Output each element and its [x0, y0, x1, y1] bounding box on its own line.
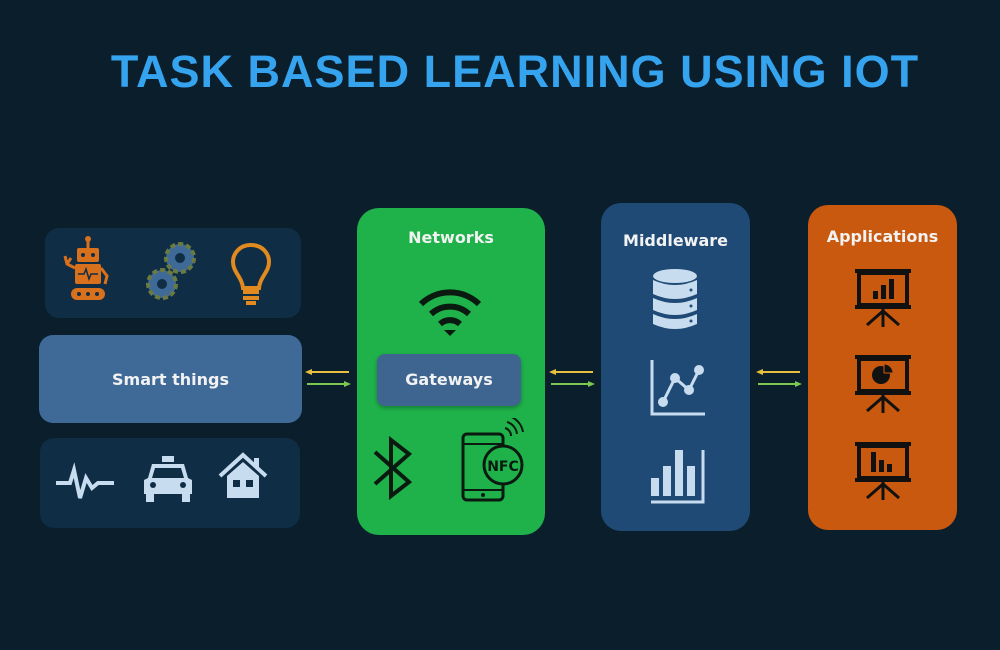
smart-devices-bottom-panel	[40, 438, 300, 528]
page-title: TASK BASED LEARNING USING IOT	[110, 46, 920, 97]
nfc-text: NFC	[487, 459, 519, 475]
database-icon	[653, 269, 697, 329]
lightbulb-icon	[230, 242, 272, 305]
presentation-bar-icon	[855, 269, 911, 327]
taxi-icon	[144, 456, 192, 502]
middleware-label: Middleware	[623, 231, 728, 250]
bidirectional-arrow-1	[305, 369, 351, 387]
networks-label: Networks	[408, 228, 494, 247]
nfc-phone-icon: NFC	[461, 418, 524, 502]
smart-things-box: Smart things	[39, 335, 302, 423]
presentation-pie-icon	[855, 355, 911, 413]
networks-box: Networks Gateways NFC	[357, 208, 545, 535]
gateways-box: Gateways	[377, 354, 521, 406]
line-chart-icon	[650, 360, 705, 416]
gears-icon	[146, 242, 196, 300]
bidirectional-arrow-2	[549, 369, 595, 387]
applications-label: Applications	[826, 227, 939, 246]
robot-icon	[63, 236, 109, 300]
presentation-bar2-icon	[855, 442, 911, 500]
bluetooth-icon	[373, 436, 413, 500]
heartbeat-icon	[56, 462, 114, 499]
applications-box: Applications	[808, 205, 957, 530]
bar-chart-icon	[651, 450, 705, 504]
bidirectional-arrow-3	[756, 369, 802, 387]
smart-things-label: Smart things	[112, 370, 229, 389]
wifi-icon	[418, 289, 482, 336]
smart-devices-top-panel	[45, 228, 301, 318]
house-icon	[218, 452, 268, 498]
middleware-box: Middleware	[601, 203, 750, 531]
gateways-label: Gateways	[405, 370, 493, 389]
